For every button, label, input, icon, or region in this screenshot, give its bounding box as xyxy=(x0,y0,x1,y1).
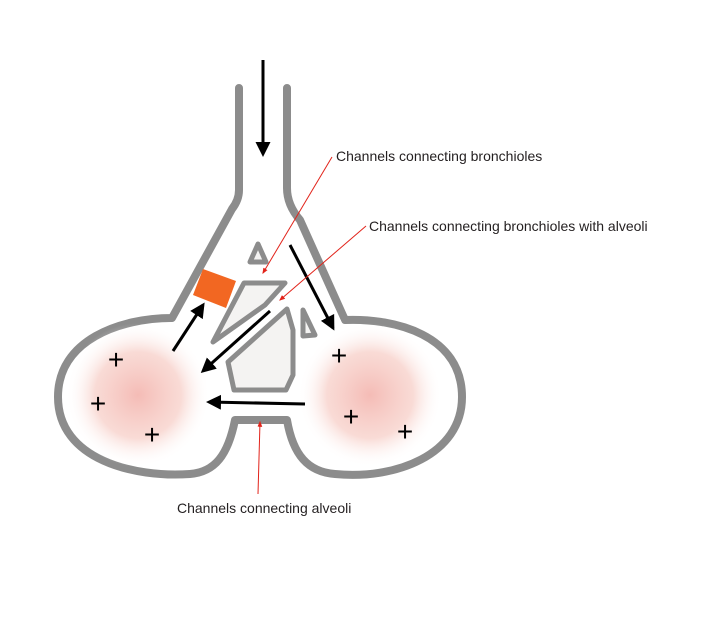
plus-sign: + xyxy=(108,344,124,375)
plus-sign: + xyxy=(144,419,160,450)
plus-sign: + xyxy=(331,340,347,371)
small-triangle-channel xyxy=(247,241,269,265)
left-upward-arrow xyxy=(171,302,205,352)
plus-sign: + xyxy=(90,388,106,419)
central-septum xyxy=(225,306,296,393)
airway-blockage xyxy=(193,269,236,308)
channel-arrow xyxy=(200,309,272,374)
plus-sign: + xyxy=(343,401,359,432)
leader-line-bronchioles xyxy=(262,156,333,275)
label-alveoli-channels: Channels connecting alveoli xyxy=(177,500,352,516)
bronchiole-channel xyxy=(210,280,288,345)
plus-sign: + xyxy=(397,416,413,447)
right-branch-arrow xyxy=(288,244,335,331)
right-triangle-channel xyxy=(300,307,318,339)
label-bronchiole-alveoli-channels: Channels connecting bronchioles with alv… xyxy=(369,218,648,234)
left-alveolus-glow xyxy=(66,323,210,467)
leader-line-alveoli xyxy=(257,420,263,495)
alveolar-channel-arrow xyxy=(206,394,306,410)
leader-line-bronchioles-alveoli xyxy=(279,225,367,301)
right-alveolus-glow xyxy=(298,323,442,467)
label-bronchiole-channels: Channels connecting bronchioles xyxy=(336,148,543,164)
